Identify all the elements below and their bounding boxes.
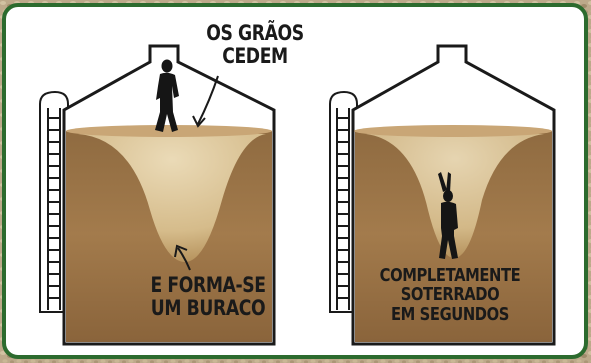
caption-buried-line1: COMPLETAMENTE [379,265,521,286]
silo-left-funnel [78,134,266,262]
ladder-left [39,90,69,313]
silo-right-surface [354,125,552,137]
silo-right-funnel [366,134,544,258]
person-standing-icon [155,59,179,132]
caption-buried-line2: SOTERRADO [400,284,500,306]
arrow-hole-icon [174,244,191,271]
silo-right [329,44,556,346]
caption-grains-give-way: OS GRÃOS CEDEM [194,22,317,67]
caption-hole-forms: E FORMA-SE UM BURACO [134,274,282,319]
silo-left [39,44,276,346]
caption-grains-line1: OS GRÃOS [206,21,304,45]
caption-buried-line3: EM SEGUNDOS [390,303,510,325]
person-trapped-icon [438,172,458,259]
ladder-right [329,90,358,313]
silo-left-surface [66,125,272,137]
caption-hole-line1: E FORMA-SE [150,273,266,297]
caption-hole-line2: UM BURACO [150,295,266,320]
caption-grains-line2: CEDEM [222,43,288,68]
caption-buried: COMPLETAMENTE SOTERRADO EM SEGUNDOS [368,265,532,325]
arrow-grains-icon [192,75,219,128]
